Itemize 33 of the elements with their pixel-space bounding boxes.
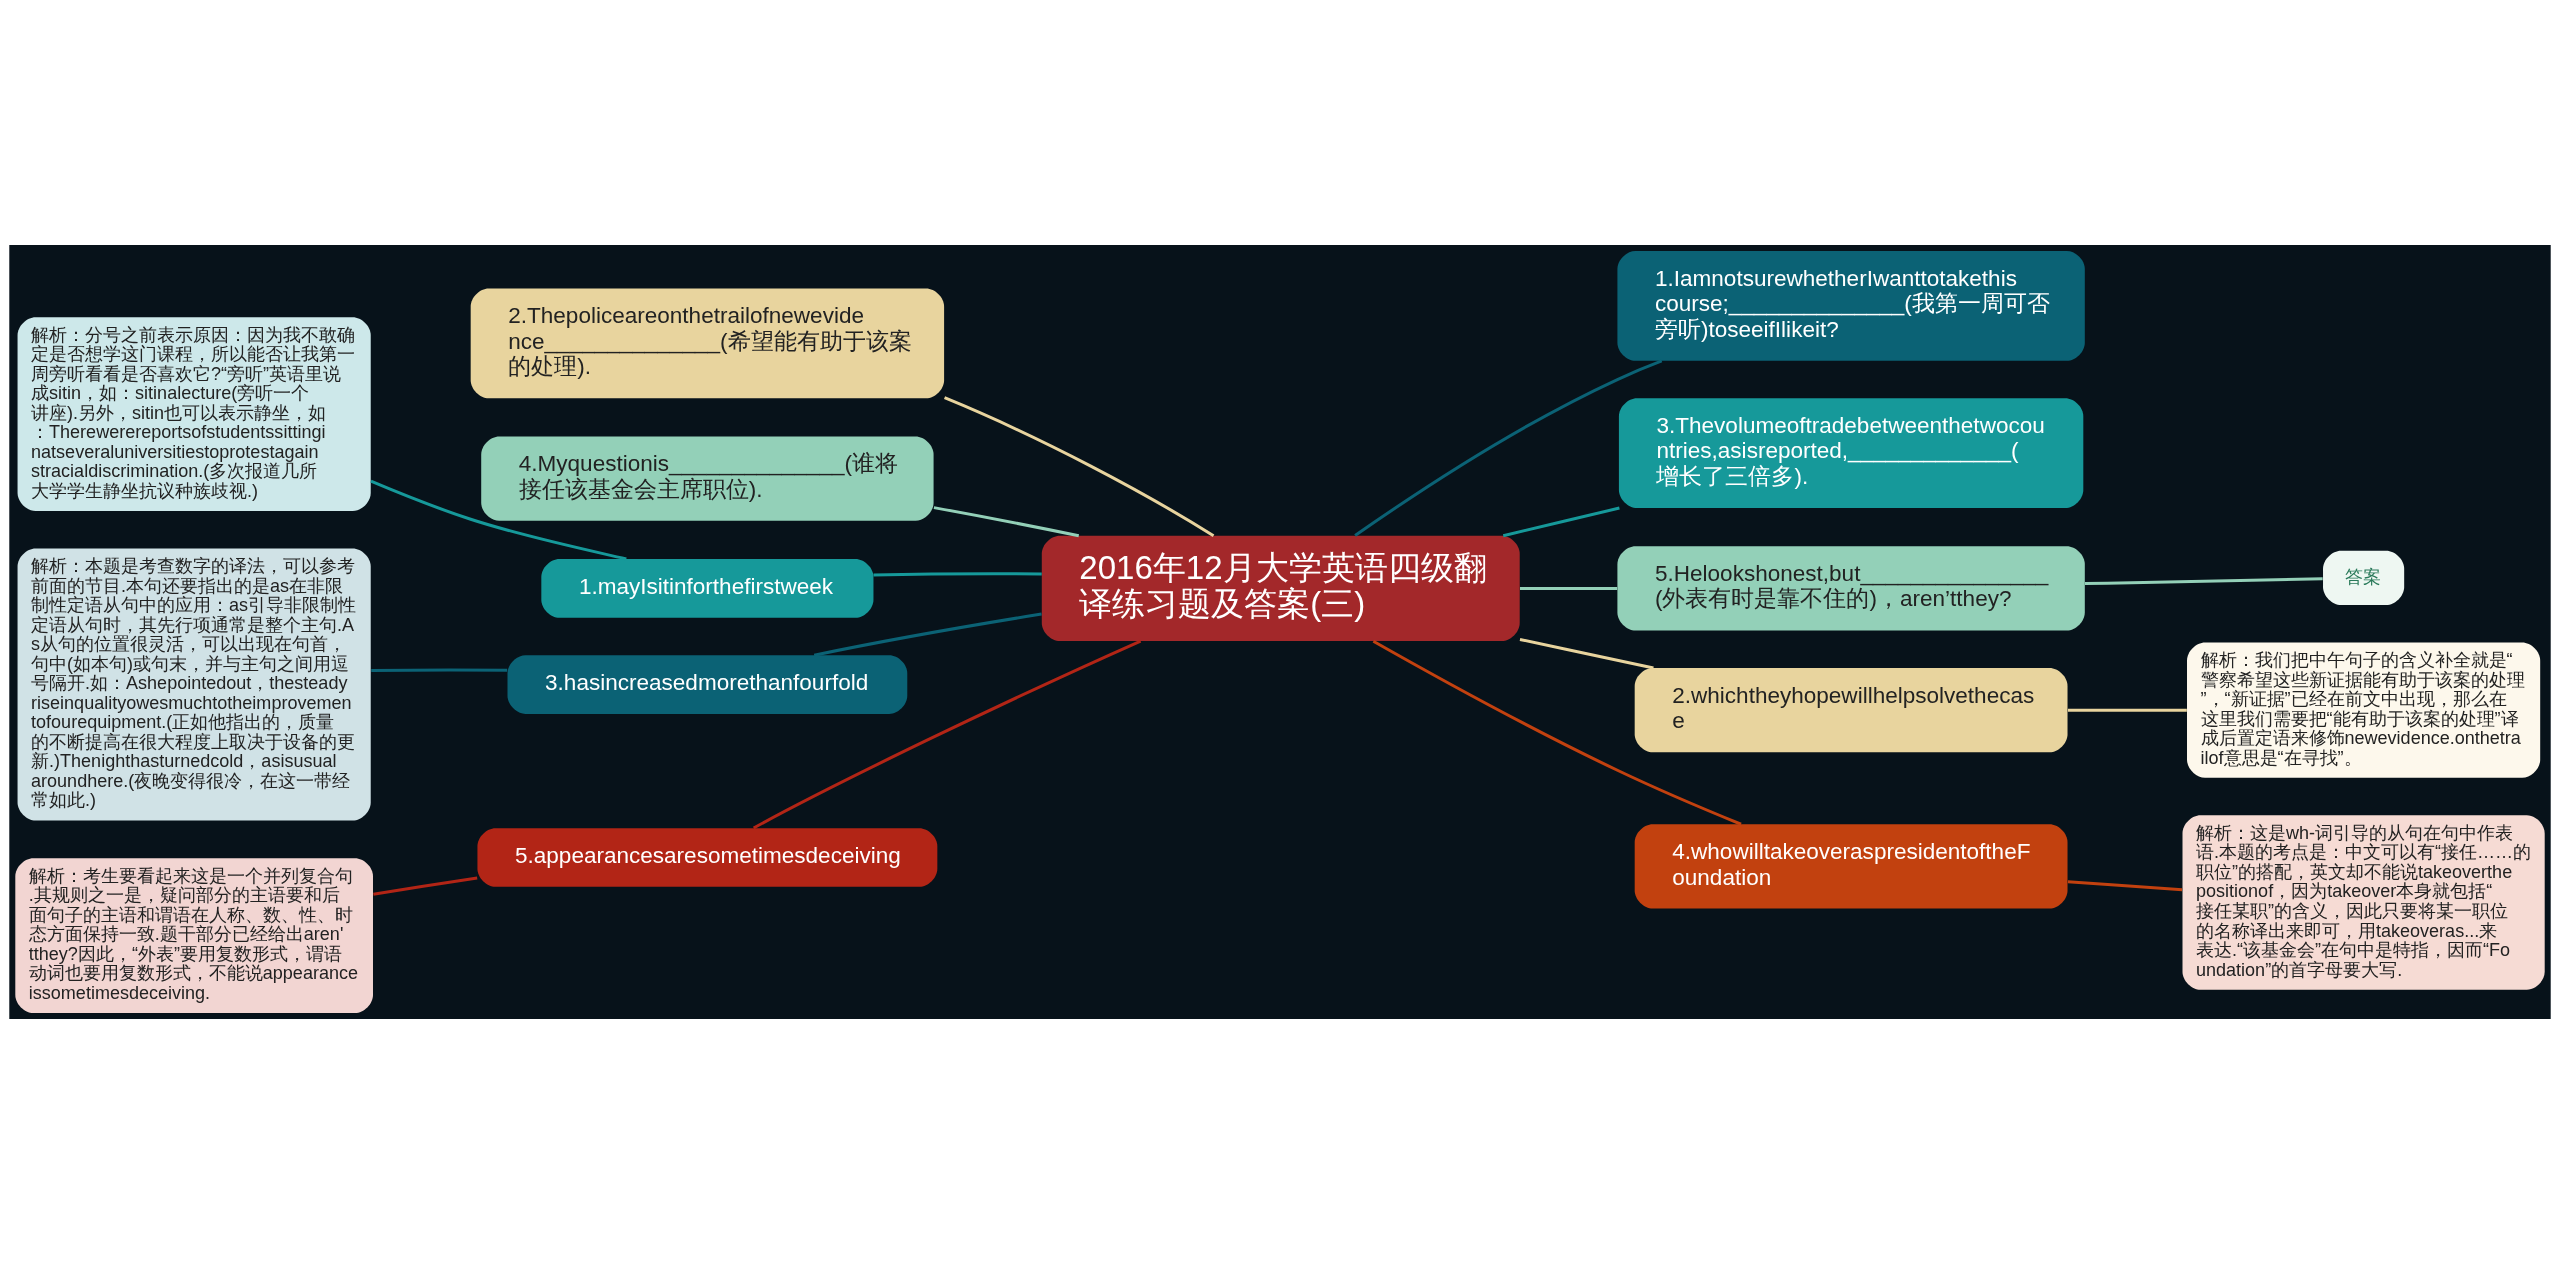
- node-box: 3.Thevolumeoftradebetweenthetwocountries,asisreported,_____________(增长了三倍多).: [1618, 397, 2084, 508]
- connector: [1372, 639, 1742, 826]
- connector: [2067, 879, 2183, 891]
- node-box: 2.whichtheyhopewillhelpsolvethecase: [1634, 667, 2068, 752]
- node-box: 4.whowilltakeoveraspresidentoftheFoundation: [1634, 823, 2068, 909]
- node-box: 5.appearancesaresometimesdeceiving: [477, 827, 938, 887]
- connector: [933, 505, 1080, 537]
- connector: [2067, 708, 2187, 712]
- connector: [1519, 637, 1654, 670]
- connector: [2084, 576, 2323, 585]
- connector: [1502, 506, 1620, 537]
- node-box: 解析：这是wh-词引导的从句在句中作表语.本题的考点是：中文可以有“接任……的职位”的搭配，英文却不能说takeoverthepositionof，因为takeover本身就包括“接任某职”的含义，因此只要将某一职位的名称译出来即可，用takeoveras...来表达.“该基金会”在句中是特指，因而“Foundation”的首字母要大写.: [2182, 814, 2545, 990]
- node-box: 1.mayIsitinforthefirstweek: [541, 558, 874, 618]
- connector: [943, 395, 1215, 537]
- connector: [371, 667, 508, 672]
- node-box: 5.Helookshonest,but_______________(外表有时是靠不住的)，aren’tthey?: [1617, 545, 2085, 630]
- node-box: 2016年12月大学英语四级翻译练习题及答案(三): [1041, 535, 1520, 641]
- node-box: 4.Myquestionis______________(谁将接任该基金会主席职位).: [481, 436, 934, 521]
- node-box: 解析：我们把中午句子的含义补全就是“警察希望这些新证据能有助于该案的处理”，“新证据”已经在前文中出现，那么在这里我们需要把“能有助于该案的处理”译成后置定语来修饰newevidence.onthetrailof意思是“在寻找”。: [2187, 642, 2541, 778]
- node-box: 答案: [2323, 550, 2405, 605]
- connector: [1520, 586, 1618, 590]
- connector: [370, 479, 627, 560]
- node-box: 解析：考生要看起来这是一个并列复合句.其规则之一是，疑问部分的主语要和后面句子的主语和谓语在人称、数、性、时态方面保持一致.题干部分已经给出aren'tthey?因此，“外表”要用复数形式，谓语动词也要用复数形式，不能说appearanceissometimesdeceiving.: [15, 857, 373, 1013]
- connector: [373, 875, 478, 896]
- node-box: 3.hasincreasedmorethanfourfold: [507, 654, 908, 714]
- node-box: 2.Thepoliceareonthetrailofnewevidence______________(希望能有助于该案的处理).: [470, 288, 945, 398]
- connector: [752, 639, 1142, 829]
- connector: [873, 571, 1042, 576]
- connector: [813, 612, 1042, 657]
- node-box: 解析：分号之前表示原因：因为我不敢确定是否想学这门课程，所以能否让我第一周旁听看看是否喜欢它?“旁听”英语里说成sitin，如：sitinalecture(旁听一个讲座).另外，sitin也可以表示静坐，如：Therewerereportsofstudentssittinginatseveraluniversitiestoprotestagainstracialdiscrimination.(多次报道几所大学学生静坐抗议种族歧视.): [17, 316, 371, 511]
- node-box: 1.IamnotsurewhetherIwanttotakethiscourse;______________(我第一周可否旁听)toseeifIlikeit?: [1617, 250, 2085, 361]
- node-box: 解析：本题是考查数字的译法，可以参考前面的节目.本句还要指出的是as在非限制性定语从句中的应用：as引导非限制性定语从句时，其先行项通常是整个主句.As从句的位置很灵活，可以出现在句首，句中(如本句)或句末，并与主句之间用逗号隔开.如：Ashepointedout，thesteadyriseinqualityowesmuchtotheimprovementofourequipment.(正如他指出的，质量的不断提高在很大程度上取决于设备的更新.)Thenighthasturnedcold，asisusualaroundhere.(夜晚变得很冷，在这一带经常如此.): [17, 548, 371, 821]
- connector: [1354, 359, 1663, 537]
